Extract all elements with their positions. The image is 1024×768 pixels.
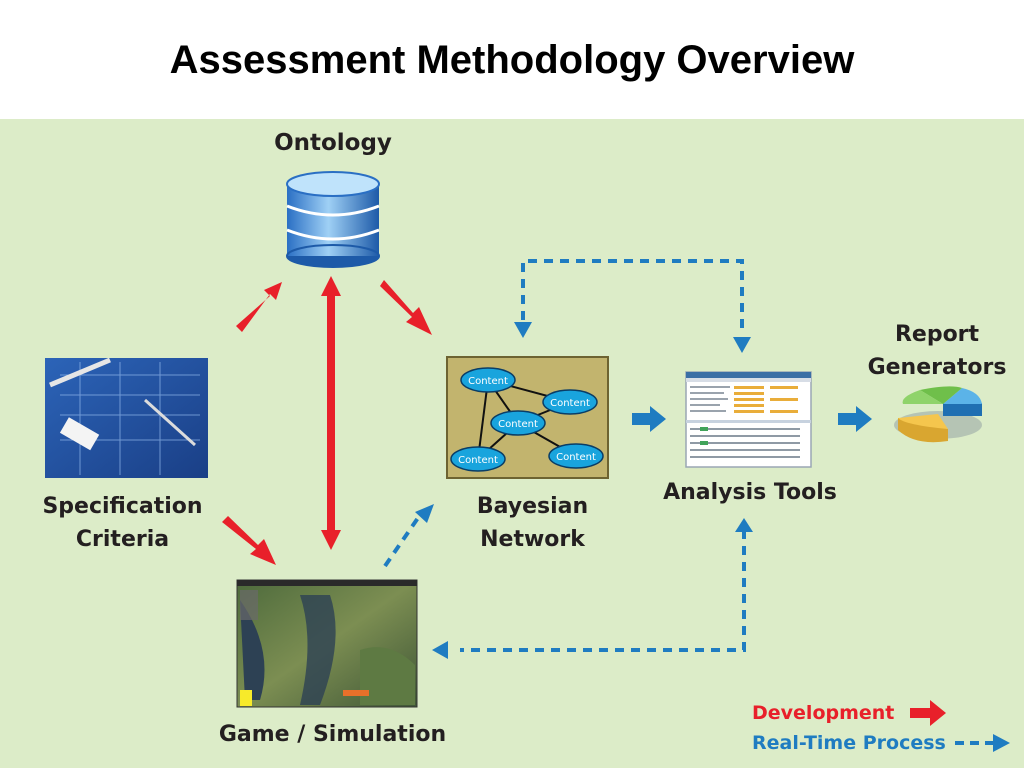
development-arrow xyxy=(236,282,282,332)
legend-realtime-label: Real-Time Process xyxy=(752,732,946,754)
realtime-loop-arrow xyxy=(514,259,751,353)
ontology-label: Ontology xyxy=(274,130,392,156)
development-double-arrow xyxy=(321,276,341,550)
bayesian-node: Content xyxy=(450,446,506,472)
legend-realtime-arrow xyxy=(955,734,1010,752)
development-arrow xyxy=(380,280,432,335)
bayesian-node: Content xyxy=(542,389,598,415)
development-arrow xyxy=(222,516,276,565)
game-simulation-screenshot xyxy=(236,579,418,708)
bayesian-node: Content xyxy=(548,443,604,469)
bayesian-network-image: Content Content Content Content Content xyxy=(446,356,609,479)
bayesian-network-label: Bayesian Network xyxy=(476,494,589,552)
database-icon xyxy=(286,171,380,268)
specification-label: Specification Criteria xyxy=(42,494,203,552)
realtime-arrow xyxy=(632,406,666,432)
bayesian-node: Content xyxy=(460,367,516,393)
bayesian-node: Content xyxy=(490,410,546,436)
realtime-return-arrow xyxy=(432,518,753,659)
svg-text:Content: Content xyxy=(498,419,538,430)
analysis-tools-label: Analysis Tools xyxy=(663,480,837,505)
page-title: Assessment Methodology Overview xyxy=(169,38,855,82)
legend-development-arrow xyxy=(910,700,946,726)
legend-development-label: Development xyxy=(752,702,895,724)
blueprint-image xyxy=(45,357,208,478)
svg-text:Content: Content xyxy=(556,452,596,463)
realtime-arrow xyxy=(838,406,872,432)
pie-chart-icon xyxy=(894,386,982,443)
game-simulation-label: Game / Simulation xyxy=(218,722,447,747)
realtime-arrow xyxy=(383,504,434,568)
analysis-tools-screenshot xyxy=(685,371,812,468)
svg-text:Content: Content xyxy=(468,376,508,387)
svg-text:Content: Content xyxy=(550,398,590,409)
report-generators-label: Report Generators xyxy=(867,322,1007,380)
svg-text:Content: Content xyxy=(458,455,498,466)
